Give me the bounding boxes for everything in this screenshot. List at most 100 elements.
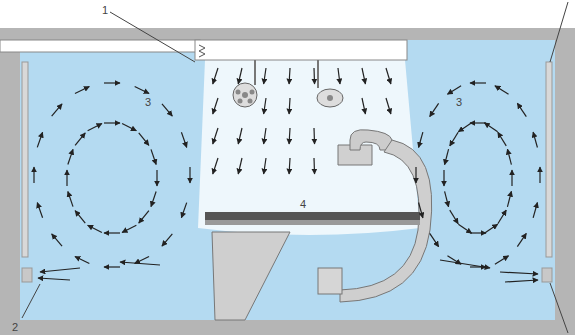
airflow-arrow [213, 128, 218, 144]
callout-number: 4 [300, 198, 306, 210]
airflow-arrow [500, 272, 538, 274]
airflow-arrow [75, 133, 85, 145]
airflow-arrow [156, 170, 157, 186]
callout-number: 2 [12, 321, 18, 333]
airflow-arrow [517, 103, 526, 116]
airflow-arrow [484, 224, 497, 233]
airflow-arrow [135, 86, 149, 93]
light-arm [254, 60, 256, 85]
operating-table [205, 220, 420, 225]
surgical-light [233, 83, 257, 107]
airflow-arrow [362, 98, 365, 114]
airflow-arrow [213, 68, 218, 84]
operating-table [205, 212, 420, 220]
airflow-arrow [88, 225, 102, 232]
airflow-arrow [313, 158, 315, 174]
airflow-arrow [445, 191, 449, 206]
airflow-arrow [430, 103, 439, 116]
leader-line [22, 284, 40, 318]
c-arm-head [350, 130, 392, 150]
airflow-arrow [440, 260, 490, 268]
airflow-arrow [419, 203, 423, 218]
airflow-arrow [189, 167, 190, 183]
airflow-arrow [386, 98, 391, 114]
exhaust-outlet [22, 268, 32, 282]
airflow-arrow [213, 98, 218, 114]
airflow-arrow [238, 128, 242, 144]
airflow-arrow [495, 86, 509, 94]
callout-number: 1 [102, 4, 108, 16]
ceiling-diffuser [195, 40, 407, 60]
airflow-arrow [37, 132, 42, 147]
leader-line [110, 12, 195, 62]
airflow-arrow [498, 132, 506, 146]
airflow-arrow [470, 82, 486, 83]
airflow-arrow [313, 128, 315, 144]
callout-number: 3 [456, 96, 462, 108]
airflow-arrow [52, 234, 62, 246]
airflow-arrow [75, 211, 85, 223]
airflow-arrow [238, 68, 242, 84]
airflow-arrow [450, 132, 458, 146]
airflow-arrow [458, 224, 471, 233]
airflow-arrow [104, 82, 120, 83]
detector [318, 268, 342, 294]
airflow-arrow [264, 158, 266, 174]
airflow-arrow [135, 256, 149, 263]
wall-grille [22, 62, 28, 257]
airflow-arrow [139, 133, 149, 145]
airflow-arrow [505, 280, 538, 282]
airflow-arrow [507, 149, 511, 164]
air-duct [0, 40, 200, 52]
airflow-arrow [40, 268, 80, 272]
airflow-arrow [470, 122, 486, 123]
airflow-arrow [362, 68, 365, 84]
airflow-arrow [120, 262, 160, 265]
leader-line [550, 2, 568, 62]
airflow-arrow [507, 191, 511, 206]
airflow-arrow [75, 86, 89, 93]
airflow-arrow [458, 123, 471, 132]
airflow-arrow [289, 98, 291, 114]
airflow-arrow [213, 158, 218, 174]
airflow-arrow [313, 68, 315, 84]
airflow-arrow [445, 149, 449, 164]
airflow-arrow [33, 167, 34, 183]
airflow-arrow [38, 278, 70, 280]
airflow-arrow [104, 266, 120, 267]
airflow-arrow [139, 211, 149, 223]
airflow-arrow [66, 170, 67, 186]
airflow-arrow [264, 98, 266, 114]
light-arm [317, 60, 319, 88]
room-air [20, 40, 555, 320]
airflow-arrow [539, 167, 540, 183]
leader-line [550, 283, 568, 333]
airflow-arrow [289, 68, 291, 84]
airflow-arrow [447, 86, 461, 94]
airflow-arrow [162, 104, 172, 116]
airflow-arrow [511, 170, 512, 186]
airflow-arrow [181, 203, 186, 218]
airflow-arrow [289, 158, 291, 174]
airflow-arrow [68, 191, 73, 206]
airflow-arrow [238, 158, 242, 174]
room-wall [0, 28, 575, 335]
airflow-arrows [34, 68, 540, 282]
airflow-arrow [386, 68, 391, 84]
airflow-arrow [104, 122, 120, 123]
airflow-arrow [151, 191, 156, 206]
airflow-arrow [122, 225, 136, 232]
airflow-arrow [517, 233, 526, 246]
wall-grille [546, 62, 552, 257]
airflow-arrow [68, 149, 73, 164]
airflow-arrow [338, 68, 340, 84]
table-pedestal [212, 232, 290, 320]
airflow-arrow [88, 124, 102, 131]
airflow-arrow [430, 233, 439, 246]
airflow-arrow [498, 210, 506, 224]
airflow-arrow [104, 232, 120, 233]
airflow-arrow [443, 170, 444, 186]
airflow-arrow [162, 234, 172, 246]
airflow-arrow [289, 128, 291, 144]
